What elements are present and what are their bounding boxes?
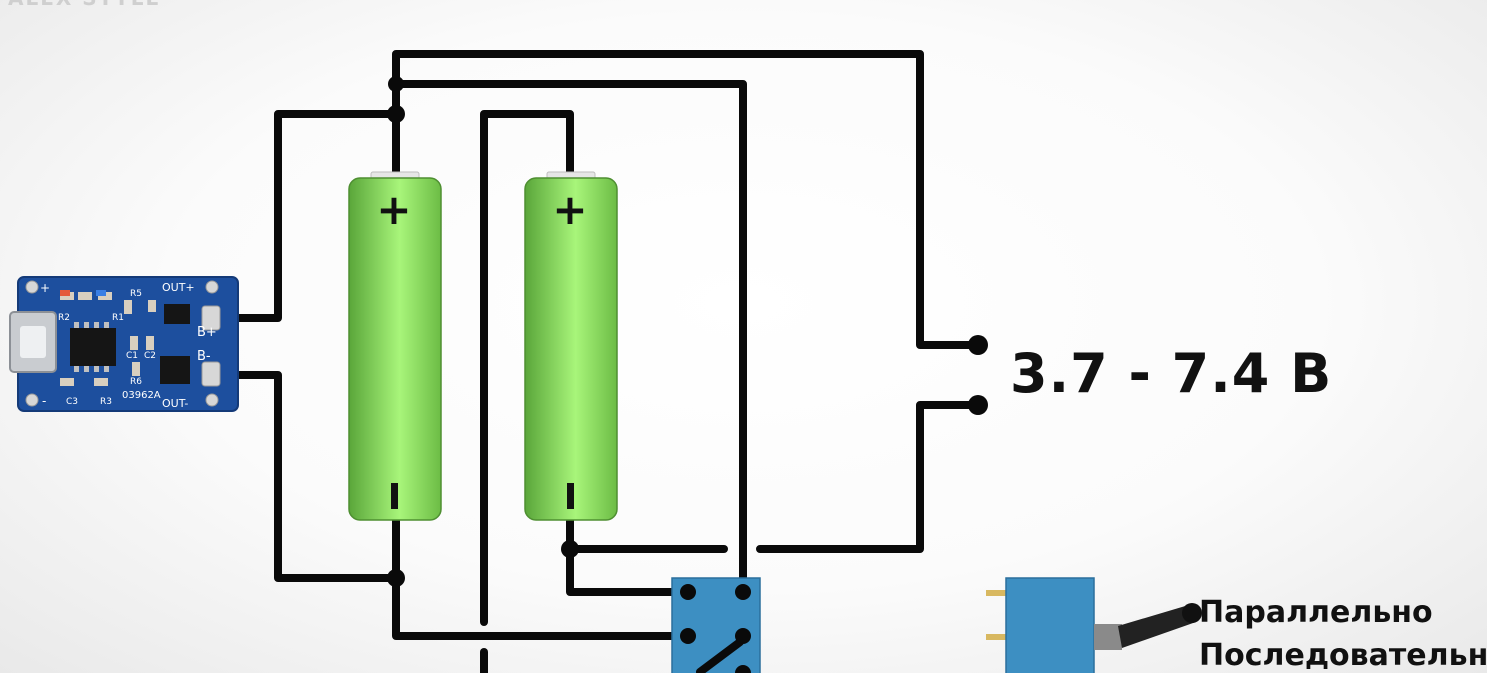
wire-battery1-minus-to-switch bbox=[392, 516, 692, 640]
pad-b-plus bbox=[201, 305, 221, 331]
protection-chip-icon bbox=[160, 356, 190, 384]
label-c1: C1 bbox=[126, 351, 138, 361]
label-c3: C3 bbox=[66, 397, 78, 407]
label-r1: R1 bbox=[112, 313, 124, 323]
junction-dot bbox=[388, 76, 404, 92]
wire-bplus-to-battery1-plus bbox=[206, 110, 400, 322]
label-out-minus: OUT- bbox=[162, 397, 188, 410]
mode-label-parallel: Параллельно bbox=[1199, 595, 1433, 630]
switch-lever-line bbox=[696, 638, 744, 673]
wire-battery2-plus-down bbox=[480, 110, 574, 626]
charger-module: + - OUT+ B+ B- OUT- R2 R1 R5 C1 C2 R6 C3… bbox=[9, 276, 239, 412]
watermark: ALEX STYLE bbox=[8, 0, 161, 10]
label-board-code: 03962A bbox=[122, 390, 161, 401]
mode-label-series: Последовательн bbox=[1199, 638, 1487, 673]
output-voltage-label: 3.7 - 7.4 В bbox=[1010, 342, 1333, 405]
battery-body bbox=[348, 177, 442, 521]
switch-contact bbox=[680, 628, 696, 644]
output-terminal-minus bbox=[968, 395, 988, 415]
label-r6: R6 bbox=[130, 377, 142, 387]
label-b-minus: B- bbox=[197, 349, 211, 364]
label-b-plus: B+ bbox=[197, 325, 217, 340]
chip-icon bbox=[70, 328, 116, 366]
wire-top-rail-to-output-plus bbox=[392, 50, 982, 349]
battery-minus-mark bbox=[567, 483, 574, 509]
pad-b-minus bbox=[201, 361, 221, 387]
wire-bminus-to-battery1-minus bbox=[206, 371, 400, 582]
junction-dot bbox=[387, 105, 405, 123]
pad-in-plus bbox=[25, 280, 39, 294]
label-in-plus: + bbox=[40, 281, 50, 295]
label-r3: R3 bbox=[100, 397, 112, 407]
wire-output-minus bbox=[756, 401, 982, 553]
switch-contact bbox=[735, 665, 751, 673]
switch-contact bbox=[735, 584, 751, 600]
label-in-minus: - bbox=[42, 394, 46, 408]
battery-right: + bbox=[524, 171, 618, 521]
wire-battery2-minus-to-switch bbox=[566, 516, 692, 596]
junction-dot bbox=[561, 540, 579, 558]
battery-left: + bbox=[348, 171, 442, 521]
label-out-plus: OUT+ bbox=[162, 281, 195, 294]
wires bbox=[206, 50, 982, 673]
pad-out-minus bbox=[205, 393, 219, 407]
pad-in-minus bbox=[25, 393, 39, 407]
output-terminal-plus bbox=[968, 335, 988, 355]
led-blue-icon bbox=[96, 290, 106, 296]
battery-body bbox=[524, 177, 618, 521]
battery-plus-label: + bbox=[376, 185, 411, 234]
label-r2: R2 bbox=[58, 313, 70, 323]
junction-dots bbox=[387, 76, 988, 587]
battery-minus-mark bbox=[391, 483, 398, 509]
battery-plus-label: + bbox=[552, 185, 587, 234]
junction-dot bbox=[387, 569, 405, 587]
mosfet-icon bbox=[164, 304, 190, 324]
dpdt-switch bbox=[671, 577, 761, 673]
led-red-icon bbox=[60, 290, 70, 296]
label-c2: C2 bbox=[144, 351, 156, 361]
usb-port-inner bbox=[20, 326, 46, 358]
toggle-switch-icon bbox=[986, 577, 1202, 673]
wire-second-rail-to-switch bbox=[392, 80, 747, 596]
pad-out-plus bbox=[205, 280, 219, 294]
switch-contact bbox=[680, 584, 696, 600]
label-r5: R5 bbox=[130, 289, 142, 299]
